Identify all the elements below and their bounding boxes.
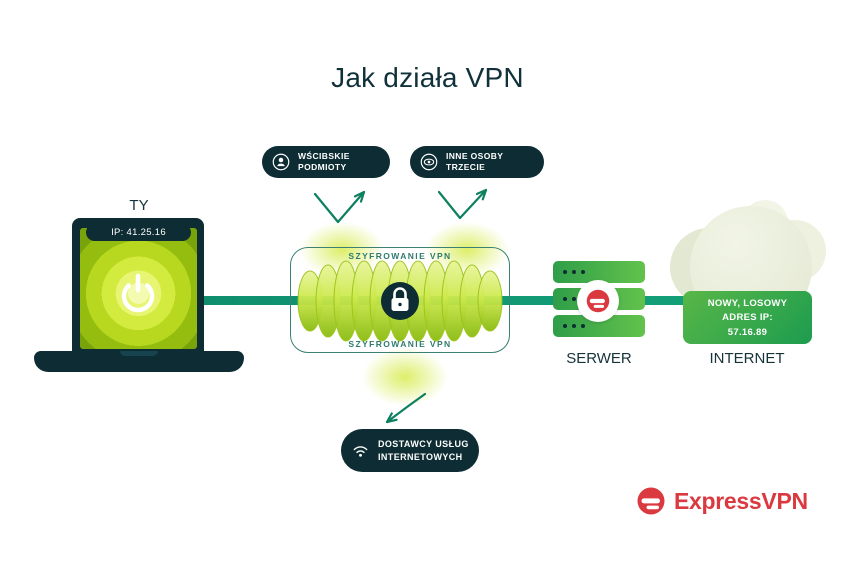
power-icon [121, 273, 155, 313]
snoopers-label-line1: WŚCIBSKIE [298, 150, 350, 161]
vpn-server [553, 261, 645, 337]
spy-icon [272, 153, 290, 171]
deflect-arrow-isp [385, 392, 427, 424]
new-ip-line3: 57.16.89 [727, 326, 768, 338]
internet-label: INTERNET [709, 350, 785, 367]
isp-label-line2: INTERNETOWYCH [378, 451, 463, 462]
laptop-base [34, 351, 244, 372]
snoopers-label-line2: PODMIOTY [298, 162, 347, 172]
brand-logo: ExpressVPN [636, 486, 808, 516]
isp-label-line1: DOSTAWCY USŁUG [378, 439, 469, 450]
threat-pill-third-parties: INNE OSOBY TRZECIE [410, 146, 544, 178]
brand-wordmark: ExpressVPN [674, 487, 808, 514]
tunnel-coils [297, 260, 503, 342]
server-label: SERWER [566, 350, 632, 367]
padlock-icon [381, 282, 419, 320]
tunnel-label-top: SZYFROWANIE VPN [348, 251, 452, 261]
you-label: TY [129, 197, 149, 214]
threat-pill-snoopers: WŚCIBSKIE PODMIOTY [262, 146, 390, 178]
new-ip-line2: ADRES IP: [722, 312, 773, 324]
vpn-tunnel-box [290, 247, 510, 353]
eye-icon [420, 153, 438, 171]
deflect-arrow-third-parties [437, 188, 488, 220]
laptop-notch [120, 351, 158, 356]
bounce-glow-bottom [362, 348, 448, 406]
server-slat [553, 315, 645, 337]
page-title: Jak działa VPN [331, 62, 524, 93]
deflect-arrow-snoopers [313, 190, 366, 224]
third-parties-label-line2: TRZECIE [446, 162, 486, 172]
server-slat [553, 261, 645, 283]
wifi-icon [353, 446, 368, 457]
third-parties-label-line1: INNE OSOBY [446, 150, 504, 161]
tunnel-label-bottom: SZYFROWANIE VPN [348, 339, 452, 349]
your-ip-badge: IP: 41.25.16 [86, 224, 191, 241]
server-logo-circle [577, 280, 619, 322]
new-ip-badge: NOWY, LOSOWY ADRES IP: 57.16.89 [683, 291, 812, 344]
expressvpn-mark-icon [586, 289, 610, 313]
expressvpn-logo-icon [637, 487, 665, 515]
new-ip-line1: NOWY, LOSOWY [707, 298, 788, 309]
threat-pill-isp: DOSTAWCY USŁUG INTERNETOWYCH [341, 429, 479, 472]
